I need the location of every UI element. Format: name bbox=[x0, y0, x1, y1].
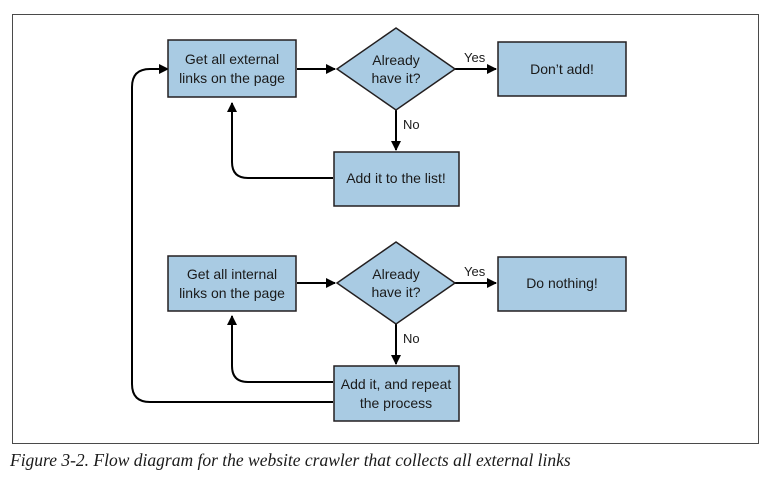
edge-label-yes-1: Yes bbox=[464, 50, 486, 65]
node-get-internal-line-1: Get all internal bbox=[187, 266, 277, 282]
edge-add-to-list-loop-back bbox=[227, 102, 333, 179]
figure-frame bbox=[12, 14, 759, 444]
node-do-nothing-label: Do nothing! bbox=[526, 275, 598, 291]
decision-2-line-2: have it? bbox=[371, 284, 420, 300]
edge-label-no-2: No bbox=[403, 331, 420, 346]
node-get-external-line-1: Get all external bbox=[185, 51, 279, 67]
node-add-repeat-line-2: the process bbox=[360, 395, 432, 411]
node-add-to-list: Add it to the list! bbox=[333, 151, 460, 207]
node-get-internal-links: Get all internal links on the page bbox=[167, 255, 297, 312]
flow-diagram: Get all external links on the page Alrea… bbox=[131, 27, 627, 422]
edge-label-yes-2: Yes bbox=[464, 264, 486, 279]
node-get-internal-line-2: links on the page bbox=[179, 285, 285, 301]
edge-add-repeat-loop-back bbox=[227, 315, 333, 383]
decision-2-line-1: Already bbox=[372, 266, 419, 282]
figure-caption: Figure 3-2. Flow diagram for the website… bbox=[10, 450, 571, 470]
node-get-external-links: Get all external links on the page bbox=[167, 39, 297, 98]
node-get-external-line-2: links on the page bbox=[179, 70, 285, 86]
node-do-nothing: Do nothing! bbox=[497, 256, 627, 312]
node-dont-add-label: Don’t add! bbox=[530, 61, 594, 77]
decision-already-have-it-2: Already have it? bbox=[335, 241, 457, 325]
decision-1-line-2: have it? bbox=[371, 70, 420, 86]
edge-repeat-to-external-loop bbox=[131, 64, 333, 403]
node-add-to-list-label: Add it to the list! bbox=[346, 170, 446, 186]
decision-1-line-1: Already bbox=[372, 52, 419, 68]
node-add-repeat-line-1: Add it, and repeat bbox=[341, 376, 452, 392]
decision-already-have-it-1: Already have it? bbox=[335, 27, 457, 111]
node-dont-add: Don’t add! bbox=[497, 41, 627, 97]
edge-label-no-1: No bbox=[403, 117, 420, 132]
node-add-and-repeat: Add it, and repeat the process bbox=[333, 365, 460, 422]
